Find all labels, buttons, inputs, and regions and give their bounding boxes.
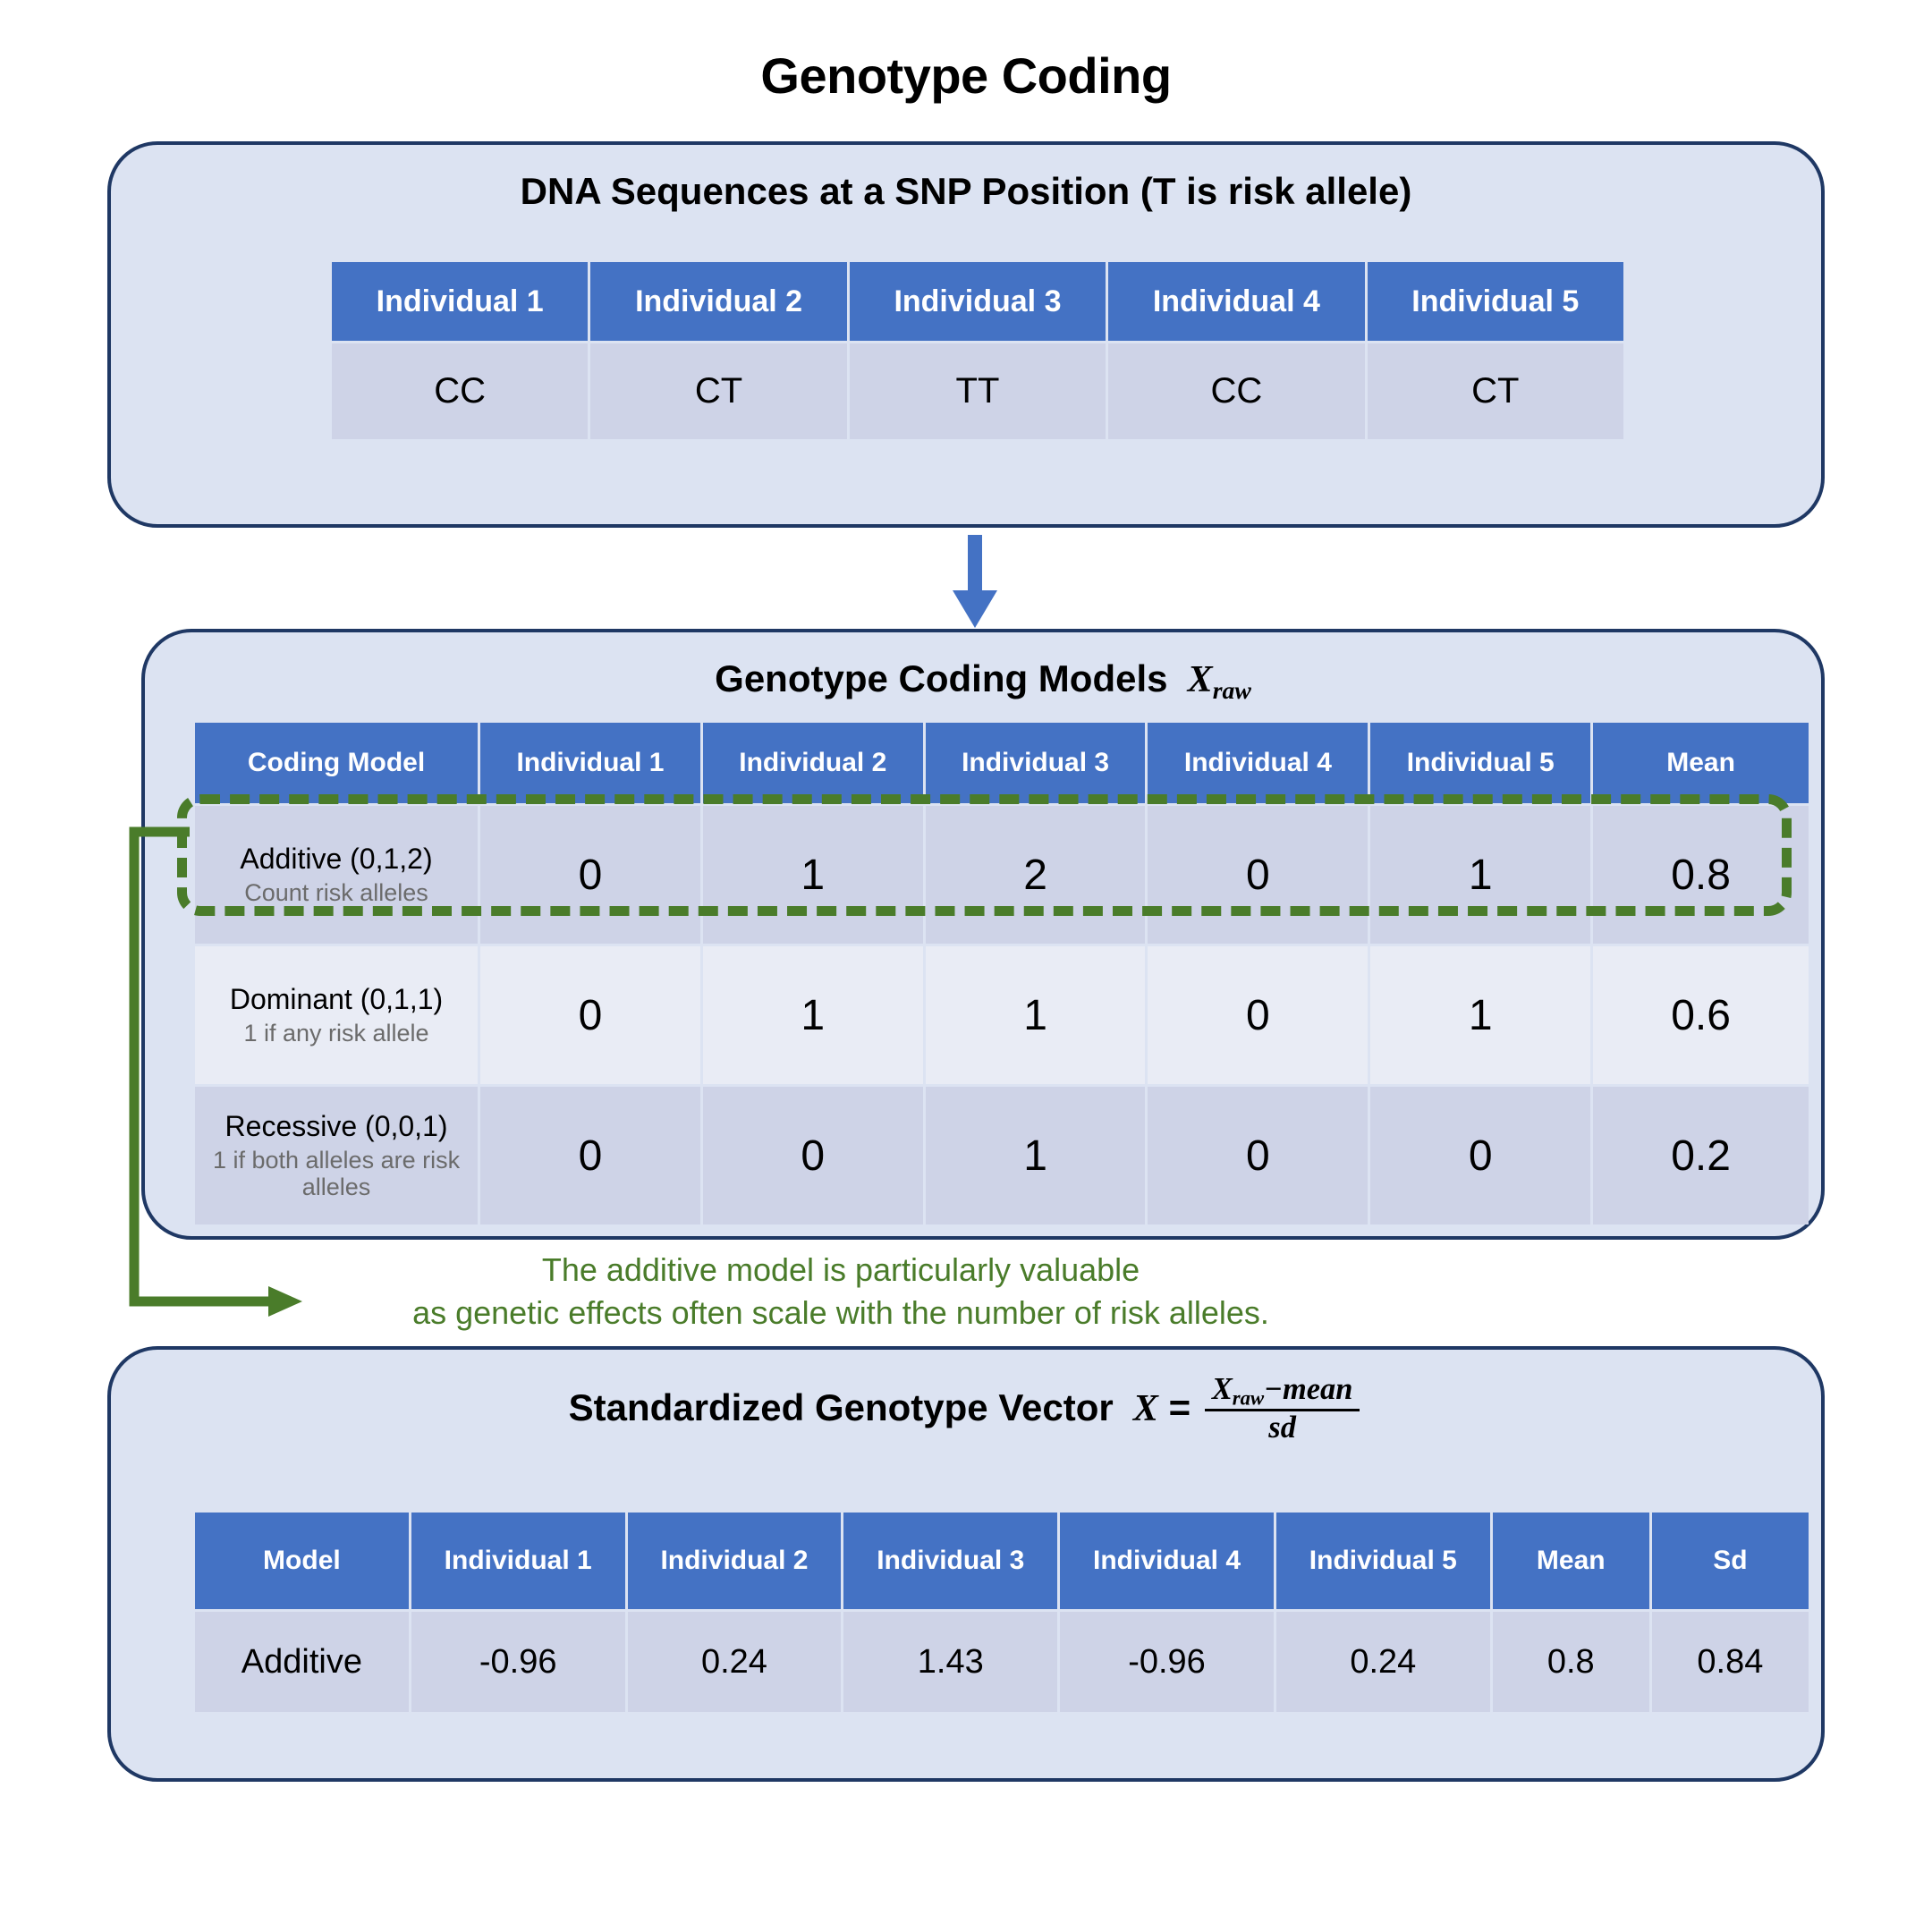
mean-cell: 0.8 [1492,1612,1649,1712]
table-header-row: Individual 1 Individual 2 Individual 3 I… [332,262,1623,341]
table-row-additive: Additive (0,1,2) Count risk alleles 0 1 … [195,806,1809,944]
sd-cell: 0.84 [1651,1612,1809,1712]
column-header-mean: Mean [1492,1513,1649,1609]
value-cell: 0 [480,1087,700,1224]
column-header-individual-1: Individual 1 [411,1513,625,1609]
column-header-individual-4: Individual 4 [1060,1513,1274,1609]
dna-sequences-table: Individual 1 Individual 2 Individual 3 I… [329,259,1626,442]
column-header-individual-5: Individual 5 [1275,1513,1490,1609]
formula-denominator: sd [1204,1409,1360,1444]
model-name-recessive: Recessive (0,0,1) 1 if both alleles are … [195,1087,479,1224]
annotation-line-2: as genetic effects often scale with the … [412,1294,1269,1332]
model-label: Dominant (0,1,1) [229,982,444,1015]
coding-models-heading-text: Genotype Coding Models [715,657,1168,699]
value-cell: 0 [1148,946,1368,1084]
column-header-individual-3: Individual 3 [925,723,1146,803]
callout-connector-arrow [129,826,302,1317]
table-header-row: Model Individual 1 Individual 2 Individu… [195,1513,1809,1609]
value-cell: 1 [1370,946,1591,1084]
genotype-cell-individual-4: CC [1108,343,1365,439]
page-title: Genotype Coding [760,47,1172,104]
value-cell: 1 [925,946,1146,1084]
value-cell: 1 [702,946,923,1084]
column-header-model: Model [195,1513,409,1609]
value-cell: 0 [1370,1087,1591,1224]
value-cell: -0.96 [411,1612,625,1712]
model-name-additive: Additive (0,1,2) Count risk alleles [195,806,479,944]
model-description: 1 if both alleles are risk alleles [212,1146,461,1200]
value-cell: 0 [702,1087,923,1224]
column-header-individual-2: Individual 2 [627,1513,842,1609]
formula-numerator: Xraw−mean [1211,1372,1353,1410]
value-cell: 1 [1370,806,1591,944]
genotype-cell-individual-2: CT [590,343,847,439]
column-header-individual-3: Individual 3 [849,262,1106,341]
additive-annotation-text: The additive model is particularly valua… [322,1249,1360,1335]
value-cell: 0 [1148,806,1368,944]
column-header-mean: Mean [1593,723,1809,803]
value-cell: 1 [702,806,923,944]
model-name-dominant: Dominant (0,1,1) 1 if any risk allele [195,946,479,1084]
coding-models-table: Coding Model Individual 1 Individual 2 I… [192,720,1811,1227]
value-cell: 0.24 [1275,1612,1490,1712]
down-arrow-icon [953,535,997,628]
model-name-cell: Additive [195,1612,409,1712]
standardized-heading-text: Standardized Genotype Vector [568,1385,1114,1428]
model-label: Recessive (0,0,1) [225,1109,448,1142]
model-description: Count risk alleles [244,878,428,906]
value-cell: 1.43 [843,1612,1058,1712]
column-header-individual-1: Individual 1 [332,262,589,341]
genotype-cell-individual-1: CC [332,343,589,439]
table-row-dominant: Dominant (0,1,1) 1 if any risk allele 0 … [195,946,1809,1084]
coding-models-heading: Genotype Coding Models Xraw [145,632,1821,705]
x-symbol: X [1132,1387,1158,1429]
genotype-cell-individual-5: CT [1367,343,1623,439]
mean-cell: 0.2 [1593,1087,1809,1224]
table-header-row: Coding Model Individual 1 Individual 2 I… [195,723,1809,803]
model-description: 1 if any risk allele [243,1019,429,1046]
column-header-individual-4: Individual 4 [1148,723,1368,803]
table-row: CC CT TT CC CT [332,343,1623,439]
x-raw-symbol: Xraw [1187,659,1251,704]
standardized-vector-heading: Standardized Genotype Vector X = Xraw−me… [111,1350,1821,1445]
column-header-individual-5: Individual 5 [1370,723,1591,803]
table-row-recessive: Recessive (0,0,1) 1 if both alleles are … [195,1087,1809,1224]
column-header-individual-5: Individual 5 [1367,262,1623,341]
value-cell: 0 [480,806,700,944]
column-header-sd: Sd [1651,1513,1809,1609]
annotation-line-1: The additive model is particularly valua… [541,1251,1140,1288]
mean-cell: 0.8 [1593,806,1809,944]
value-cell: 2 [925,806,1146,944]
value-cell: 0.24 [627,1612,842,1712]
column-header-individual-3: Individual 3 [843,1513,1058,1609]
value-cell: 1 [925,1087,1146,1224]
column-header-coding-model: Coding Model [195,723,479,803]
standardization-formula: Xraw−mean sd [1204,1372,1360,1444]
genotype-cell-individual-3: TT [849,343,1106,439]
standardized-vector-table: Model Individual 1 Individual 2 Individu… [192,1510,1811,1715]
column-header-individual-2: Individual 2 [590,262,847,341]
equals-sign: = [1168,1385,1191,1428]
value-cell: -0.96 [1060,1612,1274,1712]
value-cell: 0 [1148,1087,1368,1224]
dna-sequences-heading: DNA Sequences at a SNP Position (T is ri… [520,170,1412,212]
table-row-additive-standardized: Additive -0.96 0.24 1.43 -0.96 0.24 0.8 … [195,1612,1809,1712]
column-header-individual-2: Individual 2 [702,723,923,803]
column-header-individual-4: Individual 4 [1108,262,1365,341]
value-cell: 0 [480,946,700,1084]
mean-cell: 0.6 [1593,946,1809,1084]
column-header-individual-1: Individual 1 [480,723,700,803]
model-label: Additive (0,1,2) [240,842,433,875]
